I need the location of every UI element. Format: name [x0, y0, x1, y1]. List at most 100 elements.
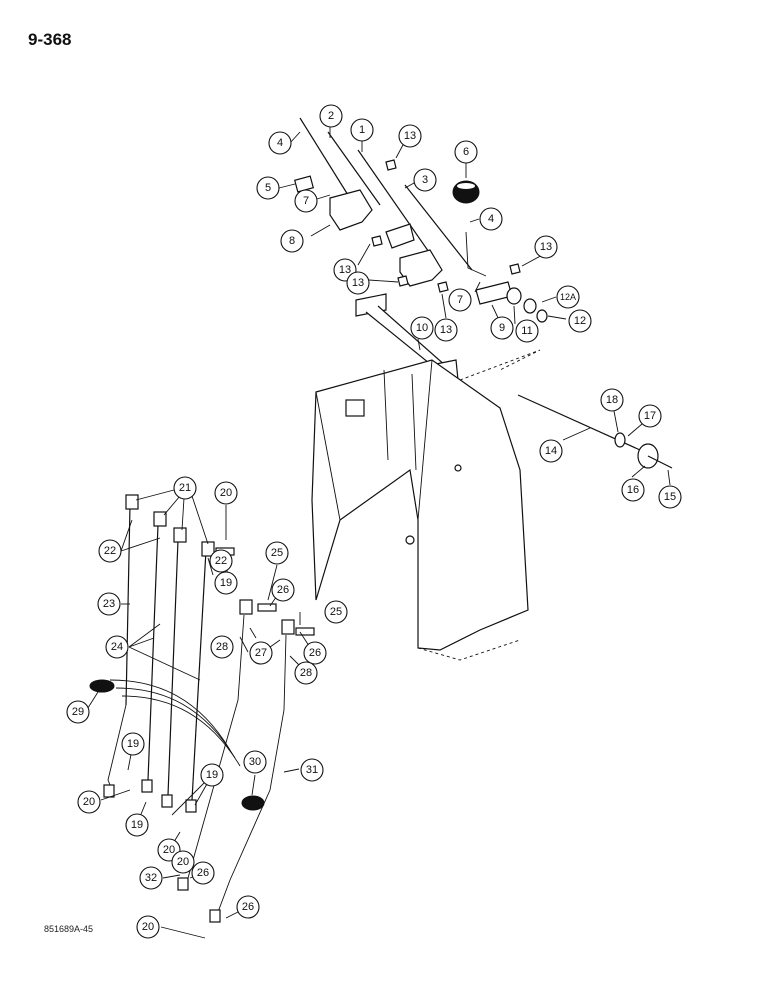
- callout-28a: 28: [210, 635, 234, 659]
- svg-text:22: 22: [104, 545, 116, 557]
- svg-text:17: 17: [644, 410, 656, 422]
- svg-text:20: 20: [83, 796, 95, 808]
- callout-13c-extra-label: 13: [352, 277, 364, 289]
- callout-18: 18: [600, 388, 624, 412]
- svg-text:15: 15: [664, 491, 676, 503]
- callout-26c: 26: [191, 861, 215, 885]
- callout-27: 27: [249, 641, 273, 665]
- svg-text:23: 23: [103, 598, 115, 610]
- leader-lines: [85, 127, 671, 939]
- svg-text:2: 2: [328, 110, 334, 122]
- callout-32: 32: [139, 866, 163, 890]
- callout-19c: 19: [125, 813, 149, 837]
- svg-text:4: 4: [488, 213, 494, 225]
- callout-12: 12: [568, 309, 592, 333]
- svg-text:25: 25: [271, 547, 283, 559]
- grommet-29: [89, 679, 115, 693]
- callout-20b: 20: [77, 790, 101, 814]
- callout-24: 24: [105, 635, 129, 659]
- svg-text:20: 20: [163, 844, 175, 856]
- callout-4: 4: [268, 131, 292, 155]
- svg-text:24: 24: [111, 641, 123, 653]
- callout-1: 1: [350, 118, 374, 142]
- page-number: 9-368: [28, 30, 72, 49]
- svg-text:26: 26: [197, 867, 209, 879]
- svg-text:16: 16: [627, 484, 639, 496]
- callout-6: 6: [454, 140, 478, 164]
- callout-20e: 20: [136, 915, 160, 939]
- svg-text:20: 20: [220, 487, 232, 499]
- svg-text:3: 3: [422, 174, 428, 186]
- svg-text:10: 10: [416, 322, 428, 334]
- svg-text:21: 21: [179, 482, 191, 494]
- callout-7: 7: [294, 189, 318, 213]
- shaft-assembly: [517, 394, 673, 469]
- callout-30: 30: [243, 750, 267, 774]
- svg-text:13: 13: [404, 130, 416, 142]
- svg-text:8: 8: [289, 235, 295, 247]
- callout-23: 23: [97, 592, 121, 616]
- callout-29: 29: [66, 700, 90, 724]
- svg-text:19: 19: [220, 577, 232, 589]
- svg-text:12: 12: [574, 315, 586, 327]
- callout-20d-extra-label: 20: [177, 856, 189, 868]
- callout-26b: 26: [303, 641, 327, 665]
- grommet-30: [241, 795, 265, 811]
- callout-15: 15: [658, 485, 682, 509]
- svg-text:22: 22: [215, 555, 227, 567]
- callout-5: 5: [256, 176, 280, 200]
- svg-text:28: 28: [300, 667, 312, 679]
- callout-13a: 13: [398, 124, 422, 148]
- svg-text:19: 19: [206, 769, 218, 781]
- svg-text:14: 14: [545, 445, 557, 457]
- svg-text:32: 32: [145, 872, 157, 884]
- callout-19d: 19: [200, 763, 224, 787]
- callout-16: 16: [621, 478, 645, 502]
- callout-20d-extra: 20: [171, 850, 195, 874]
- svg-text:28: 28: [216, 641, 228, 653]
- callout-3: 3: [413, 168, 437, 192]
- figure-code: 851689A-45: [44, 924, 94, 934]
- callout-13d: 13: [434, 318, 458, 342]
- callout-8: 8: [280, 229, 304, 253]
- svg-text:12A: 12A: [560, 292, 576, 302]
- callout-22b: 22: [209, 549, 233, 573]
- svg-text:25: 25: [330, 606, 342, 618]
- svg-text:13: 13: [540, 241, 552, 253]
- callout-10: 10: [410, 316, 434, 340]
- callout-26a: 26: [271, 578, 295, 602]
- svg-text:20: 20: [142, 921, 154, 933]
- svg-text:26: 26: [242, 901, 254, 913]
- svg-text:11: 11: [521, 325, 532, 337]
- svg-text:26: 26: [309, 647, 321, 659]
- callout-4b: 4: [479, 207, 503, 231]
- callout-bubbles: 1 2 3 4 4 5 6 7 7 8 9 10 11 12 12A 13 13…: [66, 104, 682, 939]
- callout-28b: 28: [294, 661, 318, 685]
- callout-22a: 22: [98, 539, 122, 563]
- callout-17: 17: [638, 404, 662, 428]
- callout-14: 14: [539, 439, 563, 463]
- svg-text:18: 18: [606, 394, 618, 406]
- svg-text:19: 19: [127, 738, 139, 750]
- callout-26d: 26: [236, 895, 260, 919]
- callout-19b: 19: [121, 732, 145, 756]
- svg-text:13: 13: [440, 324, 452, 336]
- callout-25a: 25: [265, 541, 289, 565]
- callout-11: 11: [515, 319, 539, 343]
- svg-text:27: 27: [255, 647, 267, 659]
- callout-9: 9: [490, 316, 514, 340]
- callout-31: 31: [300, 758, 324, 782]
- console-housing: [311, 349, 541, 661]
- svg-text:13: 13: [339, 264, 351, 276]
- svg-text:7: 7: [303, 195, 309, 207]
- svg-text:31: 31: [306, 764, 318, 776]
- svg-text:5: 5: [265, 182, 271, 194]
- svg-text:30: 30: [249, 756, 261, 768]
- svg-text:19: 19: [131, 819, 143, 831]
- callout-13c-extra: 13: [346, 271, 370, 295]
- lever-assembly: [293, 117, 548, 387]
- callout-7b: 7: [448, 288, 472, 312]
- svg-text:26: 26: [277, 584, 289, 596]
- callout-21: 21: [173, 476, 197, 500]
